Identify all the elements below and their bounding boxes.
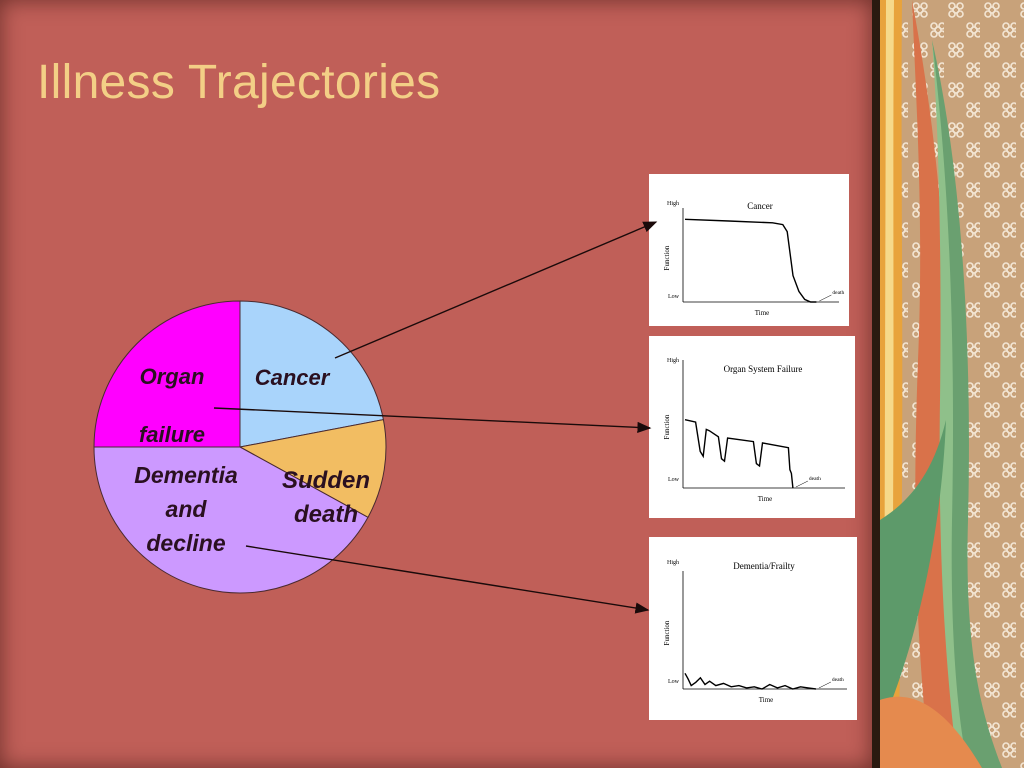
trajectory-title: Cancer — [747, 201, 772, 211]
slide-title: Illness Trajectories — [37, 56, 441, 109]
pie-label-cancer: Cancer — [242, 364, 342, 392]
ytick-high: High — [667, 201, 679, 207]
ytick-low: Low — [668, 679, 680, 685]
trajectory-line — [684, 672, 816, 690]
decorative-artwork — [872, 0, 1024, 768]
x-axis-label: Time — [758, 495, 773, 503]
trajectory-title: Organ System Failure — [724, 364, 803, 374]
decorative-side-panel — [872, 0, 1024, 768]
ytick-high: High — [667, 358, 679, 364]
death-annotation: death — [832, 290, 844, 296]
death-annotation: death — [809, 476, 821, 482]
y-axis-label: Function — [663, 414, 671, 439]
death-annotation: death — [832, 677, 844, 683]
ytick-low: Low — [668, 294, 680, 300]
y-axis-label: Function — [663, 245, 671, 270]
y-axis-label: Function — [663, 620, 671, 645]
death-pointer — [795, 480, 809, 488]
trajectory-title: Dementia/Frailty — [733, 561, 795, 571]
trajectory-line — [684, 419, 794, 489]
death-pointer — [819, 294, 832, 302]
ytick-low: Low — [668, 477, 680, 483]
trajectory-line — [684, 218, 817, 303]
x-axis-label: Time — [755, 309, 770, 317]
death-pointer — [818, 681, 832, 689]
x-axis-label: Time — [759, 696, 774, 704]
cancer-label-text: Cancer — [254, 365, 330, 390]
pie-slice-organ-failure — [93, 300, 241, 448]
ytick-high: High — [667, 560, 679, 566]
